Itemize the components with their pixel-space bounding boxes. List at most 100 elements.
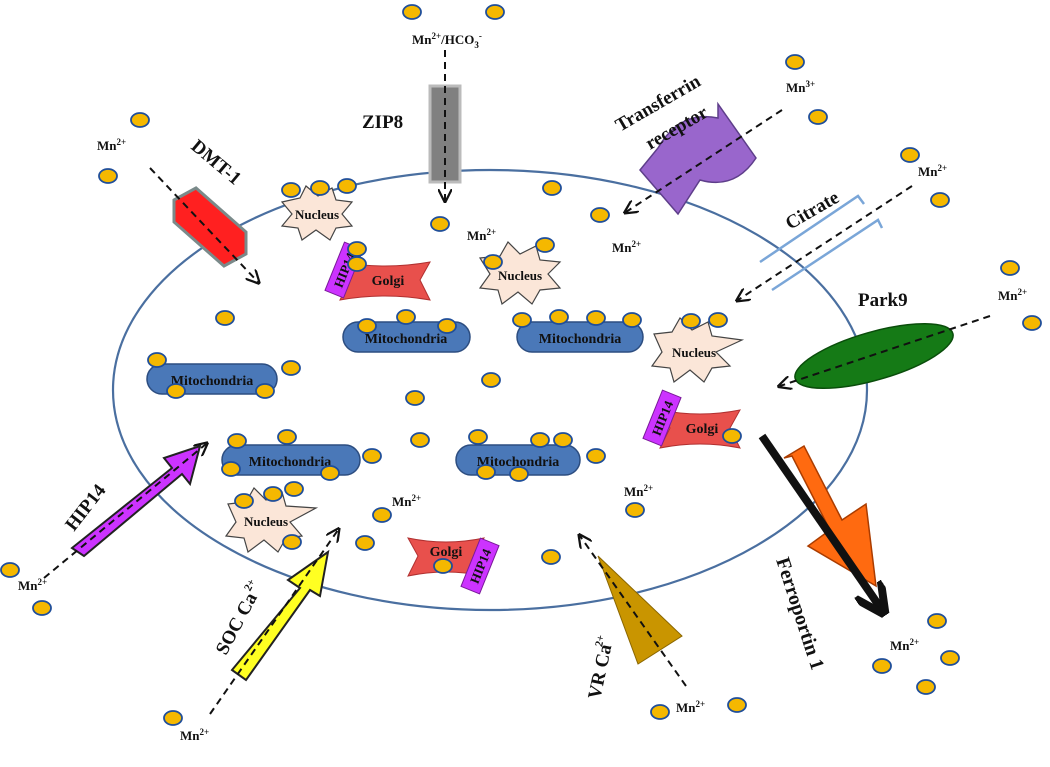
nucleus-1: Nucleus (280, 185, 354, 241)
mn-ion-dot (530, 432, 550, 448)
mn-ion-dot (130, 112, 150, 128)
mn-ion-dot (930, 192, 950, 208)
mn-ion-dot (1000, 260, 1020, 276)
soc-ca-transporter: SOC Ca 2+ (209, 530, 338, 715)
mitochondria-2: Mitochondria (516, 321, 644, 353)
mn-ion-dot (32, 600, 52, 616)
ferroportin1-label: Ferroportin 1 (771, 555, 828, 673)
mn2-label: Mn2+ (612, 239, 641, 255)
mn-hco3-label: Mn2+/HCO3- (412, 31, 482, 50)
mn2-label: Mn2+ (918, 163, 947, 179)
mn-ion-dot (535, 237, 555, 253)
mn-ion-dot (281, 182, 301, 198)
mn-ion-dot (0, 562, 20, 578)
golgi-label: Golgi (372, 274, 405, 289)
mn-ion-dot (785, 54, 805, 70)
mn-ion-dot (586, 310, 606, 326)
mn-ion-dot (1022, 315, 1042, 331)
mn-ion-dot (347, 241, 367, 257)
mn-ion-dot (284, 481, 304, 497)
mn-ion-dot (337, 178, 357, 194)
mn-ion-dot (940, 650, 960, 666)
zip8-label: ZIP8 (362, 112, 403, 133)
mn-ion-dot (355, 535, 375, 551)
mn2-label: Mn2+ (180, 727, 209, 743)
zip8-transporter: ZIP8 (362, 50, 462, 200)
mn-ion-dot (362, 448, 382, 464)
golgi-label: Golgi (430, 545, 463, 560)
mn-ion-dot (927, 613, 947, 629)
mitochondria-label: Mitochondria (539, 332, 621, 347)
mn-ion-dot (468, 429, 488, 445)
mn-ion-dot (553, 432, 573, 448)
mn-ion-dot (405, 390, 425, 406)
mn-ion-dot (541, 549, 561, 565)
mn-ion-dot (282, 534, 302, 550)
mn2-label: Mn2+ (998, 287, 1027, 303)
hip14-transporter: HIP14 (43, 444, 206, 579)
dmt1-label: DMT-1 (187, 136, 245, 190)
mn2-label: Mn2+ (890, 637, 919, 653)
transferrin-receptor: Transferrin receptor (612, 71, 783, 216)
mn-ion-dot (215, 310, 235, 326)
mitochondria-label: Mitochondria (477, 455, 559, 470)
vr-ca-charge: 2+ (593, 634, 607, 648)
mn-ion-dot (410, 432, 430, 448)
nucleus-label: Nucleus (295, 207, 339, 222)
mn-ion-dot (590, 207, 610, 223)
golgi-label: Golgi (686, 422, 719, 437)
mn-ion-dot (485, 4, 505, 20)
manganese-ions (0, 4, 1042, 726)
mn2-label: Mn2+ (467, 227, 496, 243)
golgi-3: Golgi (407, 537, 485, 577)
soc-ca-charge: 2+ (242, 577, 258, 593)
mn2-label: Mn2+ (18, 577, 47, 593)
ferroportin1-transporter: Ferroportin 1 (758, 433, 882, 673)
mn-ion-dot (277, 429, 297, 445)
svg-text:Mn3+: Mn3+ (786, 79, 815, 95)
mn-ion-dot (147, 352, 167, 368)
cell-membrane (111, 168, 869, 612)
mn-ion-dot (402, 4, 422, 20)
vr-ca-label: VR Ca (584, 642, 616, 701)
mn-ion-dot (263, 486, 283, 502)
mn-ion-dot (281, 360, 301, 376)
nucleus-3: Nucleus (650, 317, 745, 384)
mn-ion-dot (320, 465, 340, 481)
mn-ion-dot (681, 313, 701, 329)
nucleus-label: Nucleus (244, 514, 288, 529)
mn2-label: Mn2+ (676, 699, 705, 715)
mn-ion-dot (916, 679, 936, 695)
mn-ion-dot (430, 216, 450, 232)
mn-ion-dot (476, 464, 496, 480)
mn-ion-dot (872, 658, 892, 674)
mitochondria-label: Mitochondria (249, 455, 331, 470)
golgi-1: Golgi (339, 261, 431, 301)
mn-ion-dot (622, 312, 642, 328)
mn-ion-dot (227, 433, 247, 449)
nucleus-label: Nucleus (498, 268, 542, 283)
mn-ion-dot (372, 507, 392, 523)
mn-ion-dot (433, 558, 453, 574)
mn-ion-dot (437, 318, 457, 334)
mn-ion-dot (650, 704, 670, 720)
mn-ion-dot (221, 461, 241, 477)
mn-ion-dot (357, 318, 377, 334)
mn-ion-dot (542, 180, 562, 196)
mn-ion-dot (483, 254, 503, 270)
mn-ion-dot (625, 502, 645, 518)
mn2-label: Mn2+ (97, 137, 126, 153)
mn3-label: Mn3+ (786, 79, 815, 95)
mn-ion-dot (98, 168, 118, 184)
mn-ion-dot (166, 383, 186, 399)
mn2-label: Mn2+ (624, 483, 653, 499)
mn-ion-dot (586, 448, 606, 464)
mn-ion-dot (347, 256, 367, 272)
mn-ion-dot (163, 710, 183, 726)
mn-ion-dot (900, 147, 920, 163)
mn-ion-dot (727, 697, 747, 713)
mn-ion-dot (396, 309, 416, 325)
citrate-transporter: Citrate (738, 185, 913, 300)
mitochondria-label: Mitochondria (171, 374, 253, 389)
